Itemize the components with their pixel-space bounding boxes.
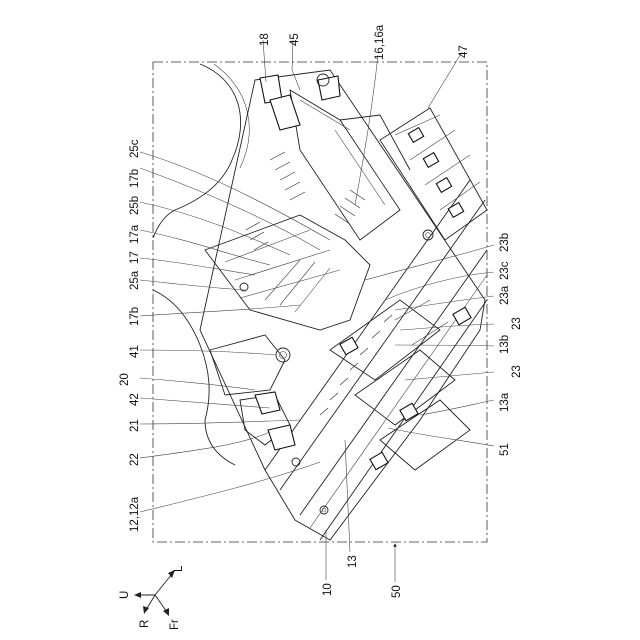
label-17: 17 bbox=[129, 251, 141, 264]
view-frame bbox=[153, 62, 487, 542]
label-13a: 13a bbox=[499, 392, 511, 412]
label-21: 21 bbox=[129, 419, 141, 432]
label-17b-upper: 17b bbox=[129, 169, 141, 188]
label-42: 42 bbox=[129, 393, 141, 406]
label-18: 18 bbox=[259, 33, 271, 46]
axis-rear-label: R bbox=[139, 620, 151, 628]
label-50: 50 bbox=[391, 585, 403, 598]
label-12-12a: 12,12a bbox=[129, 496, 141, 532]
label-22: 22 bbox=[129, 453, 141, 466]
orientation-axes: U L R Fr bbox=[119, 565, 185, 630]
label-17a: 17a bbox=[129, 224, 141, 244]
label-25c: 25c bbox=[129, 139, 141, 158]
label-23a: 23a bbox=[499, 285, 511, 305]
label-47: 47 bbox=[458, 45, 470, 58]
label-23-middle: 23 bbox=[511, 365, 523, 378]
label-13: 13 bbox=[347, 555, 359, 568]
axis-front-label: Fr bbox=[169, 619, 181, 630]
label-25b: 25b bbox=[129, 196, 141, 215]
floor-structure-drawing bbox=[153, 64, 487, 540]
label-17b-lower: 17b bbox=[129, 307, 141, 326]
label-23b: 23b bbox=[499, 233, 511, 252]
label-10: 10 bbox=[322, 583, 334, 596]
label-16-16a: 16,16a bbox=[374, 24, 386, 60]
label-51: 51 bbox=[499, 443, 511, 456]
leader-lines bbox=[140, 40, 494, 582]
axis-left-label: L bbox=[173, 565, 185, 572]
label-25a: 25a bbox=[129, 270, 141, 290]
label-45: 45 bbox=[289, 33, 301, 46]
label-20: 20 bbox=[119, 373, 131, 386]
label-23c: 23c bbox=[499, 261, 511, 280]
label-23-upper: 23 bbox=[511, 317, 523, 330]
label-13b: 13b bbox=[499, 335, 511, 354]
label-41: 41 bbox=[129, 345, 141, 358]
axis-up-label: U bbox=[119, 591, 131, 599]
